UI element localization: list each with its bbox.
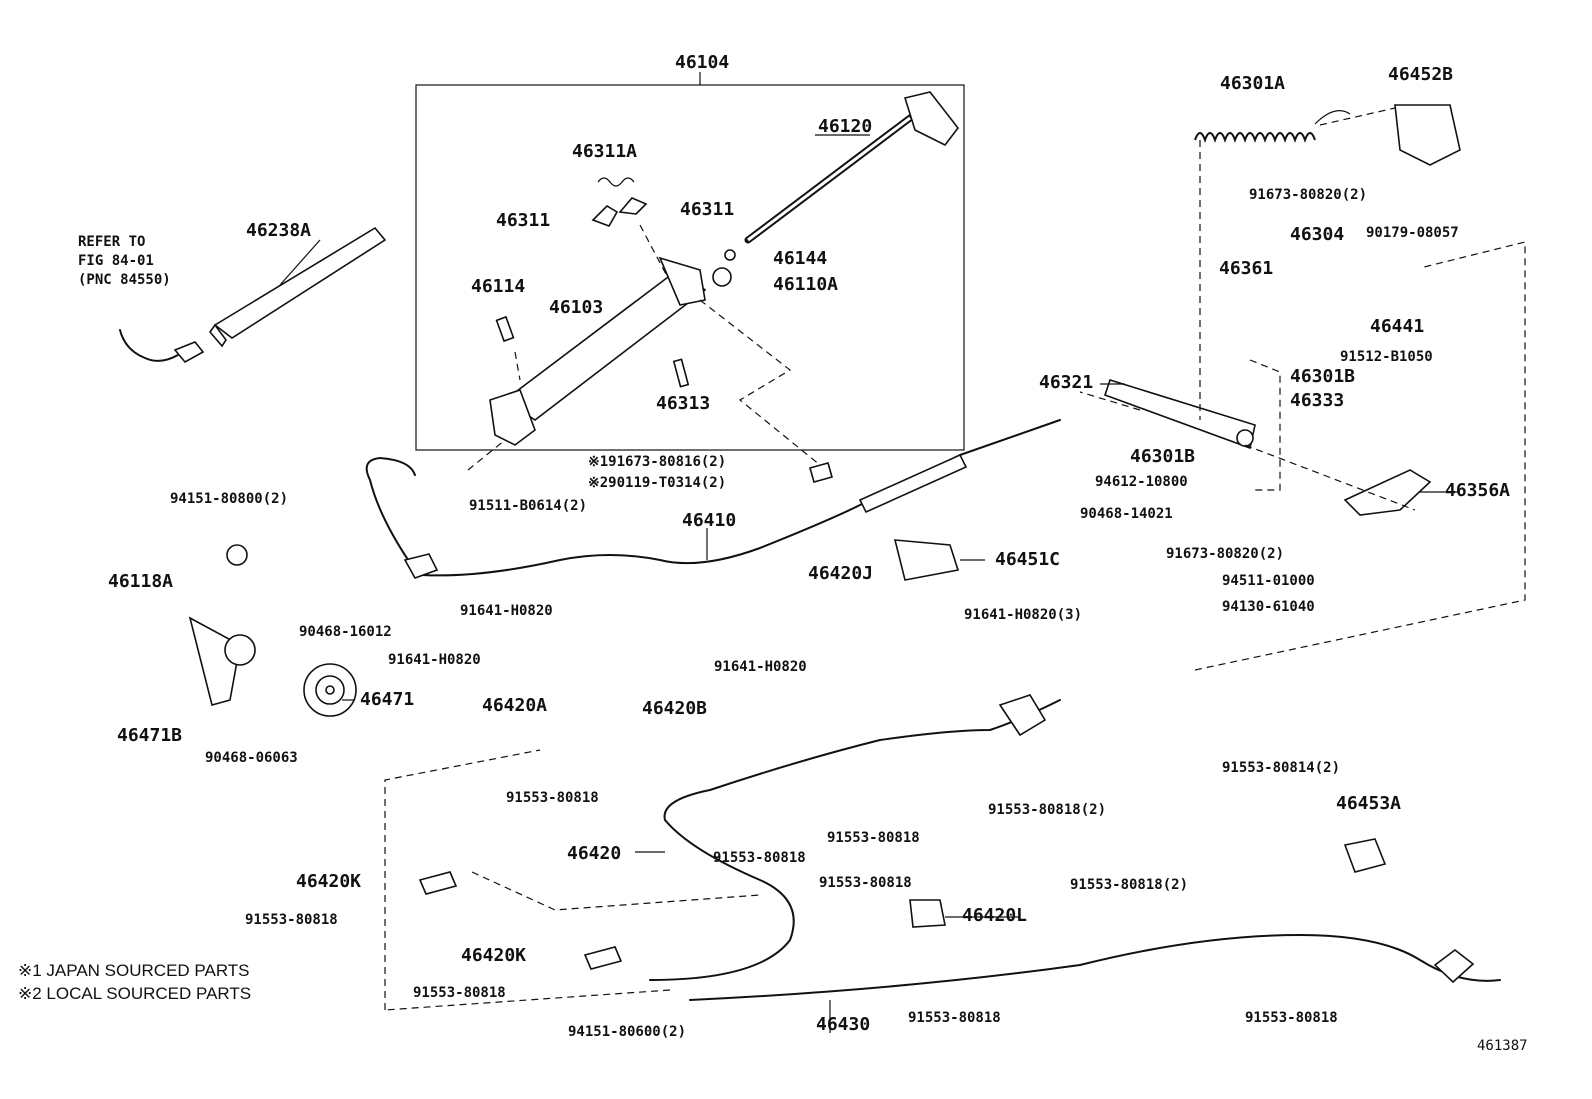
label-46471: 46471: [360, 689, 415, 710]
label-94151-80800: 94151-80800(2): [170, 491, 289, 507]
label-46420B: 46420B: [642, 698, 708, 719]
bracket-46452B: [1394, 104, 1461, 166]
label-90179-08057: 90179-08057: [1366, 225, 1459, 241]
label-91641-H0820-c: 91641-H0820: [714, 659, 807, 675]
label-46356A: 46356A: [1445, 480, 1511, 501]
bracket-46356A: [1343, 469, 1432, 516]
label-91641-H0820-a: 91641-H0820: [460, 603, 553, 619]
label-46471B: 46471B: [117, 725, 183, 746]
label-46313: 46313: [656, 393, 711, 414]
label-191673-80816: ※191673-80816(2): [588, 454, 727, 470]
label-91553-80818-e: 91553-80818: [245, 912, 338, 928]
note-local-sourced: ※2 LOCAL SOURCED PARTS: [18, 984, 252, 1003]
label-46420J: 46420J: [808, 563, 874, 584]
label-91553-80818-h: 91553-80818: [1245, 1010, 1338, 1026]
label-46104: 46104: [675, 52, 730, 73]
label-91641-H0820-3: 91641-H0820(3): [964, 607, 1083, 623]
spring-46301A: [1194, 110, 1351, 143]
label-46420: 46420: [567, 843, 622, 864]
label-91511-B0614: 91511-B0614(2): [469, 498, 588, 514]
label-91553-80818-2b: 91553-80818(2): [1070, 877, 1189, 893]
label-91553-80818-f: 91553-80818: [413, 985, 506, 1001]
label-46410: 46410: [682, 510, 737, 531]
label-91553-80818-2a: 91553-80818(2): [988, 802, 1107, 818]
label-46441: 46441: [1370, 316, 1425, 337]
label-46420A: 46420A: [482, 695, 548, 716]
label-46103: 46103: [549, 297, 604, 318]
label-46333: 46333: [1290, 390, 1345, 411]
label-91553-80818-c: 91553-80818: [827, 830, 920, 846]
label-46420K: 46420K: [296, 871, 362, 892]
bracket-46451C: [893, 539, 960, 581]
brake-switch: [119, 329, 205, 364]
label-94511-01000: 94511-01000: [1222, 573, 1315, 589]
label-290119-T0314: ※290119-T0314(2): [588, 475, 727, 491]
label-46301B-lower: 46301B: [1130, 446, 1196, 467]
label-46453A: 46453A: [1336, 793, 1402, 814]
label-46110A: 46110A: [773, 274, 839, 295]
fig-ref-text: FIG 84-01: [78, 253, 154, 269]
label-46311A: 46311A: [572, 141, 638, 162]
lever-46118A: [188, 616, 256, 706]
label-46430: 46430: [816, 1014, 871, 1035]
pnc-ref-text: (PNC 84550): [78, 272, 171, 288]
label-46311: 46311: [496, 210, 551, 231]
label-46144: 46144: [773, 248, 828, 269]
label-46301B: 46301B: [1290, 366, 1356, 387]
small-springs: [495, 177, 736, 388]
grommet: [226, 544, 248, 566]
label-46420K-lower: 46420K: [461, 945, 527, 966]
label-90468-16012: 90468-16012: [299, 624, 392, 640]
label-46361: 46361: [1219, 258, 1274, 279]
assembly-box: [415, 84, 965, 451]
rear-cable-46430: [689, 934, 1501, 1001]
equalizer: [1103, 379, 1256, 450]
label-91553-80818-g: 91553-80818: [908, 1010, 1001, 1026]
label-46420L: 46420L: [962, 905, 1028, 926]
label-91673-80820-top: 91673-80820(2): [1249, 187, 1368, 203]
label-94130-61040: 94130-61040: [1222, 599, 1315, 615]
label-46118A: 46118A: [108, 571, 174, 592]
front-cable: [365, 419, 1061, 579]
label-46311-right: 46311: [680, 199, 735, 220]
label-91641-H0820-b: 91641-H0820: [388, 652, 481, 668]
lever-body: [489, 256, 707, 446]
refer-to-text: REFER TO: [78, 234, 146, 250]
label-91553-80818-a: 91553-80818: [506, 790, 599, 806]
label-91673-80820-mid: 91673-80820(2): [1166, 546, 1285, 562]
label-46114: 46114: [471, 276, 526, 297]
label-46321: 46321: [1039, 372, 1094, 393]
label-91553-80818-b: 91553-80818: [713, 850, 806, 866]
lever-handle: [744, 91, 960, 244]
rear-cable-46420: [649, 699, 1061, 981]
label-91553-80818-d: 91553-80818: [819, 875, 912, 891]
label-46120: 46120: [818, 116, 873, 137]
label-94151-80600: 94151-80600(2): [568, 1024, 687, 1040]
label-46452B: 46452B: [1388, 64, 1454, 85]
pulley-46471: [303, 663, 357, 717]
note-japan-sourced: ※1 JAPAN SOURCED PARTS: [18, 961, 250, 980]
label-46238A: 46238A: [246, 220, 312, 241]
label-46451C: 46451C: [995, 549, 1061, 570]
figure-number: 461387: [1477, 1038, 1528, 1054]
label-46301A: 46301A: [1220, 73, 1286, 94]
label-90468-06063: 90468-06063: [205, 750, 298, 766]
label-91553-80814: 91553-80814(2): [1222, 760, 1341, 776]
console-cover: [208, 226, 387, 348]
label-94612-10800: 94612-10800: [1095, 474, 1188, 490]
label-90468-14021: 90468-14021: [1080, 506, 1173, 522]
label-91512-B1050: 91512-B1050: [1340, 349, 1433, 365]
label-46304: 46304: [1290, 224, 1345, 245]
